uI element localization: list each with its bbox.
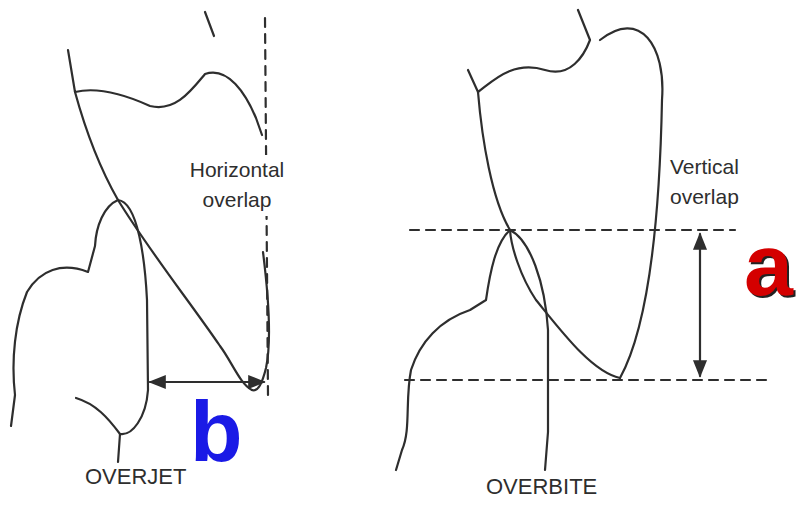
lower-tooth-outline — [510, 230, 548, 470]
figure-caption: OVERJET — [83, 464, 188, 490]
lower-tooth-lingual — [396, 230, 510, 470]
measure-letter: a — [742, 221, 795, 309]
upper-tooth-root — [205, 12, 214, 36]
figure-caption: OVERBITE — [484, 474, 599, 500]
incisal-dashed-line — [410, 229, 735, 231]
incisal-dashed-line — [405, 379, 770, 381]
overjet-arrow — [150, 381, 264, 383]
lower-tooth-root — [118, 434, 120, 462]
lower-tooth-lingual — [11, 200, 118, 426]
measure-letter: b — [188, 388, 245, 474]
upper-tooth-labial — [600, 28, 662, 378]
overlap-label: Vertical overlap — [668, 152, 768, 213]
upper-tooth-lingual — [75, 92, 252, 390]
lower-tooth-cej — [76, 398, 120, 434]
overlap-label: Horizontal overlap — [181, 155, 293, 216]
upper-tooth-labial — [252, 252, 269, 390]
lower-tooth-outline — [118, 200, 148, 434]
overbite-arrow — [699, 234, 701, 376]
upper-tooth-outline — [68, 50, 262, 135]
upper-tooth-outline — [468, 10, 590, 92]
